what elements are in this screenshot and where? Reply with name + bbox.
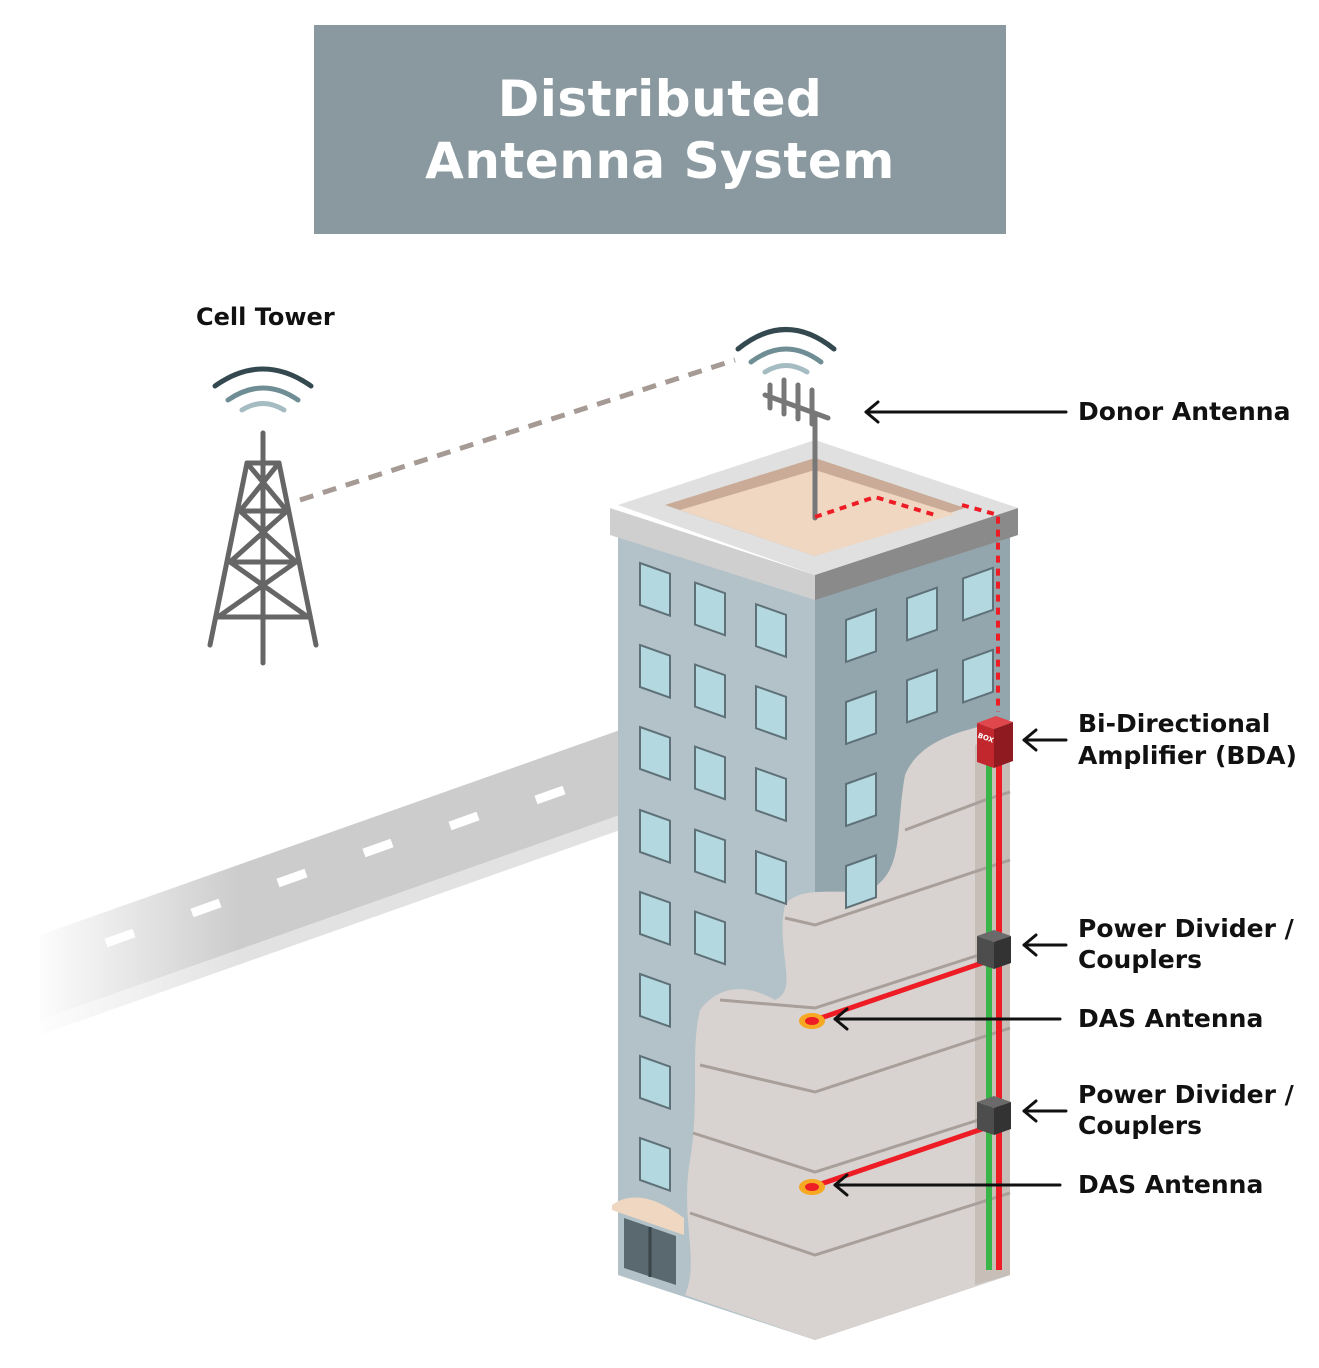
window-front [639,725,671,782]
title-line-1: Distributed [497,69,823,128]
bda-box: BOX [977,716,1013,768]
label-bda-line-2: Amplifier (BDA) [1078,741,1297,770]
window-front [639,643,671,700]
window-front [694,581,726,637]
windows-front [639,561,787,1193]
building [610,440,1018,1340]
window-side [845,689,877,746]
window-front [694,828,726,884]
building-door [612,1197,684,1285]
window-front [755,766,787,823]
window-front [639,561,671,618]
title-banner: Distributed Antenna System [314,25,1006,234]
window-front [639,1136,671,1193]
window-front [639,808,671,865]
window-side [906,668,938,724]
window-front [639,890,671,947]
windows-side [845,566,994,910]
branch-cable-1 [811,959,986,1024]
window-side [845,607,877,664]
window-side [962,566,994,622]
label-power-divider-1-line-2: Couplers [1078,945,1202,974]
branch-cable-2 [811,1125,986,1190]
tower-signal-icon [212,366,314,413]
das-antenna-1-icon [799,1013,825,1029]
callout-arrows [833,400,1068,1197]
arrow-das-antenna-1-icon [833,1007,1062,1031]
title-line-2: Antenna System [425,131,895,190]
window-front [755,602,787,659]
coupler-2 [977,1096,1011,1135]
label-das-antenna-1: DAS Antenna [1078,1004,1264,1033]
label-cell-tower: Cell Tower [196,303,335,331]
donor-signal-icon [735,327,837,375]
label-power-divider-2-line-2: Couplers [1078,1111,1202,1140]
window-front [694,663,726,719]
window-front [639,1054,671,1111]
arrow-coupler-2-icon [1022,1099,1068,1123]
window-side [906,586,938,642]
label-power-divider-2-line-1: Power Divider / [1078,1080,1294,1109]
donor-antenna [762,377,831,521]
coupler-1 [977,930,1011,969]
arrow-bda-icon [1022,728,1068,752]
label-donor-antenna: Donor Antenna [1078,397,1291,426]
window-front [755,684,787,741]
arrow-coupler-1-icon [1022,933,1068,957]
arrow-donor-antenna-icon [864,400,1068,424]
window-front [755,849,787,906]
window-front [694,745,726,801]
roof-cable-dotted [814,494,936,519]
window-side [845,853,877,910]
road [30,720,630,1050]
signal-link-line [299,357,736,503]
window-side [962,648,994,704]
window-side [845,771,877,828]
cell-tower [207,430,319,666]
label-bda-line-1: Bi-Directional [1078,709,1271,738]
label-das-antenna-2: DAS Antenna [1078,1170,1264,1199]
das-antenna-2-icon [799,1179,825,1195]
label-power-divider-1-line-1: Power Divider / [1078,914,1294,943]
window-front [694,910,726,966]
floor-lines [689,790,1011,1257]
arrow-das-antenna-2-icon [833,1173,1062,1197]
window-front [639,972,671,1029]
